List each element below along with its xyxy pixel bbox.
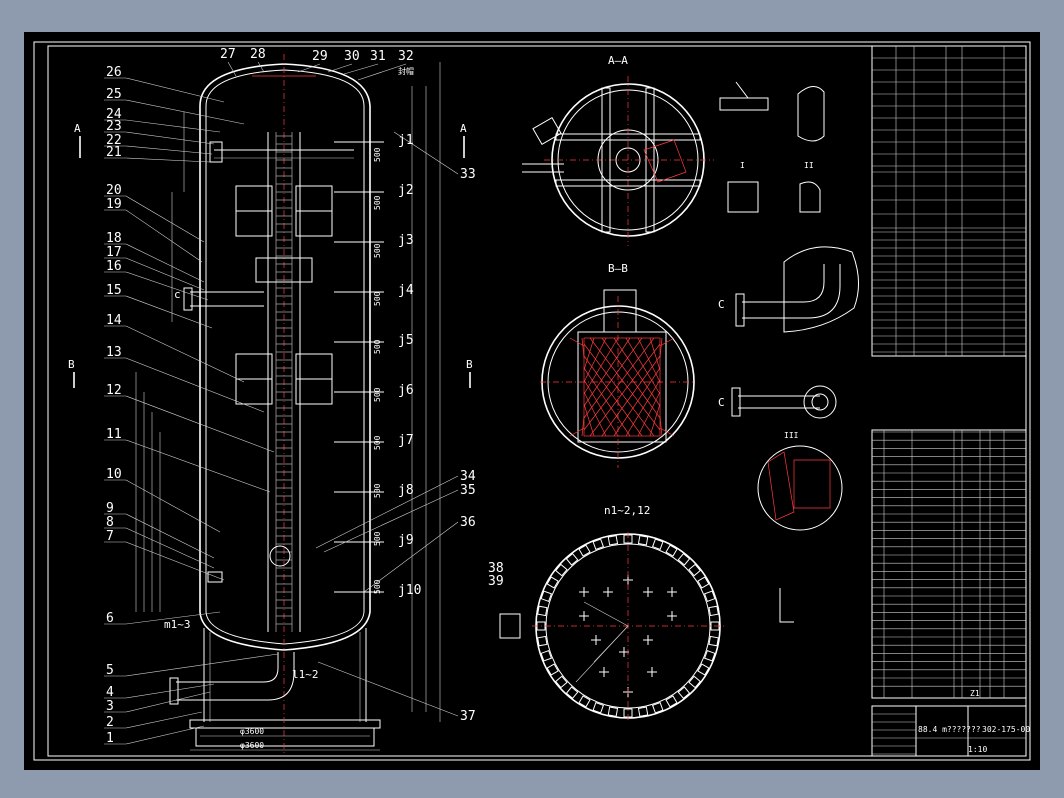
dimension-text: 500 bbox=[373, 483, 382, 498]
title-and-parts-tables bbox=[871, 45, 1027, 757]
leader-number: 27 bbox=[220, 47, 236, 62]
section-a-marker-left: A bbox=[74, 122, 81, 135]
dimension-text: 500 bbox=[373, 147, 382, 162]
leader-number: 20 bbox=[106, 183, 122, 198]
leader-number: 28 bbox=[250, 47, 266, 62]
leader-number: 34 bbox=[460, 469, 476, 484]
cap-label: 封帽 bbox=[398, 66, 414, 76]
dimension-text: 500 bbox=[373, 243, 382, 258]
scale-text: 1:10 bbox=[968, 745, 987, 754]
detail-views bbox=[719, 81, 859, 623]
leader-number: 19 bbox=[106, 197, 122, 212]
section-a-marker-right: A bbox=[460, 122, 467, 135]
sheet-number: Z1 bbox=[970, 689, 980, 698]
nozzle-tag: j5 bbox=[398, 333, 414, 348]
section-bb-title: B—B bbox=[608, 262, 628, 275]
nozzle-orientation-view bbox=[499, 532, 724, 722]
leader-number: 18 bbox=[106, 231, 122, 246]
leader-number: 8 bbox=[106, 515, 114, 530]
leader-number: 3 bbox=[106, 699, 114, 714]
leader-number: 16 bbox=[106, 259, 122, 274]
leader-number: 38 bbox=[488, 561, 504, 576]
nozzle-tag: j4 bbox=[398, 283, 414, 298]
leader-number: 35 bbox=[460, 483, 476, 498]
detail-i-label: I bbox=[740, 161, 745, 170]
detail-c-label-1: C bbox=[718, 298, 725, 311]
dimension-text: 500 bbox=[373, 435, 382, 450]
leader-number: 12 bbox=[106, 383, 122, 398]
detail-iii-label: III bbox=[784, 431, 799, 440]
outer-border bbox=[33, 41, 1031, 761]
leader-number: 1 bbox=[106, 731, 114, 746]
leader-number: 32 bbox=[398, 49, 414, 64]
leader-number: 31 bbox=[370, 49, 386, 64]
capacity-text: 88.4 m??????? bbox=[918, 725, 981, 734]
tower-main-view bbox=[73, 54, 471, 756]
leader-number: 39 bbox=[488, 574, 504, 589]
nozzle-view-title: n1~2,12 bbox=[604, 504, 650, 517]
leader-number: 22 bbox=[106, 133, 122, 148]
labels: A—A B—B n1~2,12 C C I II III A A B B m1~… bbox=[68, 47, 1030, 754]
nozzle-tag: j9 bbox=[398, 533, 414, 548]
leader-number: 36 bbox=[460, 515, 476, 530]
nozzle-tag: j7 bbox=[398, 433, 414, 448]
nozzle-tag: j10 bbox=[398, 583, 421, 598]
leader-number: 2 bbox=[106, 715, 114, 730]
l1-2-label: l1~2 bbox=[292, 668, 319, 681]
section-b-marker-left: B bbox=[68, 358, 75, 371]
leader-number: 25 bbox=[106, 87, 122, 102]
cad-drawing: A—A B—B n1~2,12 C C I II III A A B B m1~… bbox=[33, 41, 1031, 761]
leader-number: 26 bbox=[106, 65, 122, 80]
leader-number: 21 bbox=[106, 145, 122, 160]
drawing-frame: A—A B—B n1~2,12 C C I II III A A B B m1~… bbox=[24, 32, 1040, 770]
leader-number: 13 bbox=[106, 345, 122, 360]
leader-number: 11 bbox=[106, 427, 122, 442]
inner-border bbox=[47, 45, 1027, 757]
diameter-label: φ3600 bbox=[240, 727, 264, 736]
dimension-text: 500 bbox=[373, 195, 382, 210]
leader-number: 7 bbox=[106, 529, 114, 544]
leader-number: 23 bbox=[106, 119, 122, 134]
dimension-text: 500 bbox=[373, 339, 382, 354]
section-bb-view bbox=[540, 289, 696, 468]
dimension-text: 500 bbox=[373, 387, 382, 402]
dimension-text: 500 bbox=[373, 531, 382, 546]
leader-number: 29 bbox=[312, 49, 328, 64]
nozzle-tag: j1 bbox=[398, 133, 414, 148]
detail-c-label-2: C bbox=[718, 396, 725, 409]
section-aa-title: A—A bbox=[608, 54, 628, 67]
diameter-label-2: φ3600 bbox=[240, 741, 264, 750]
leader-number: 30 bbox=[344, 49, 360, 64]
leader-number: 24 bbox=[106, 107, 122, 122]
leader-number: 37 bbox=[460, 709, 476, 724]
leader-lines bbox=[104, 61, 459, 745]
detail-ii-label: II bbox=[804, 161, 814, 170]
nozzle-tag: j8 bbox=[398, 483, 414, 498]
nozzle-tag: j2 bbox=[398, 183, 414, 198]
leader-number: 17 bbox=[106, 245, 122, 260]
leader-number: 5 bbox=[106, 663, 114, 678]
leader-number: 15 bbox=[106, 283, 122, 298]
leader-number: 14 bbox=[106, 313, 122, 328]
section-aa-view bbox=[522, 76, 714, 246]
drawing-number: 302-175-00 bbox=[982, 725, 1030, 734]
leader-number: 9 bbox=[106, 501, 114, 516]
dimension-text: 500 bbox=[373, 291, 382, 306]
leader-number: 4 bbox=[106, 685, 114, 700]
section-b-marker-right: B bbox=[466, 358, 473, 371]
leader-number: 10 bbox=[106, 467, 122, 482]
nozzle-tag: j3 bbox=[398, 233, 414, 248]
leader-number: 6 bbox=[106, 611, 114, 626]
leader-number: 33 bbox=[460, 167, 476, 182]
nozzle-tag: j6 bbox=[398, 383, 414, 398]
c-label: c bbox=[174, 288, 181, 301]
dimension-text: 500 bbox=[373, 579, 382, 594]
m1-3-label: m1~3 bbox=[164, 618, 191, 631]
